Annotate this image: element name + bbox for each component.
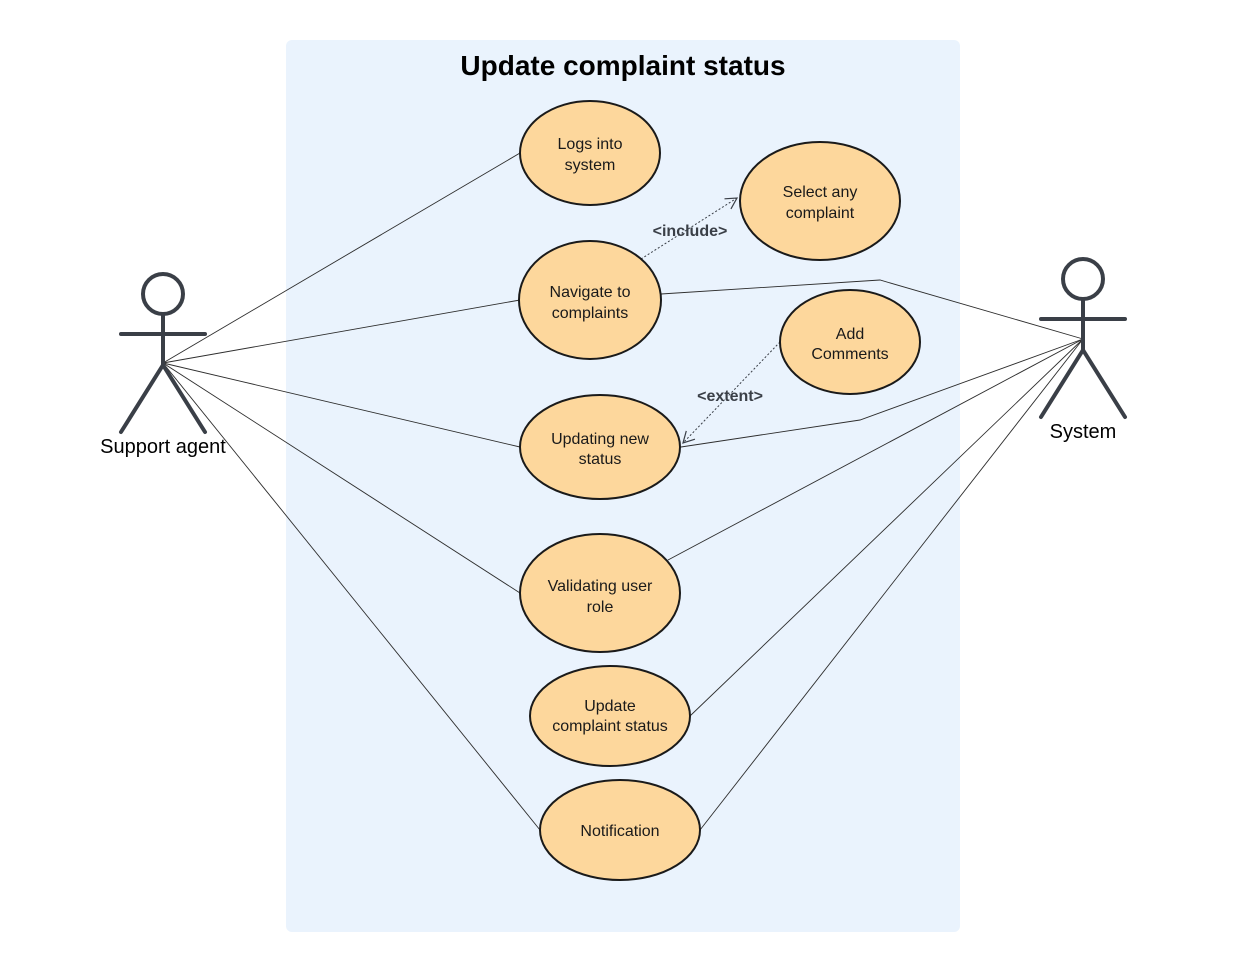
assoc-system-update-complaint [689,338,1084,717]
include-arrow [640,197,739,260]
use-case-label: status [579,451,622,468]
use-case-update-complaint[interactable]: Update complaint status [529,665,691,767]
use-case-label: Notification [580,823,659,840]
assoc-agent-updating-status [162,362,521,448]
use-case-label: Comments [811,346,888,363]
assoc-agent-validating-role [162,362,521,594]
use-case-label: complaint status [552,718,668,735]
use-case-add-comments[interactable]: Add Comments [779,289,921,395]
use-case-label: Updating new [551,431,649,448]
use-case-label: system [565,157,616,174]
extend-arrow [682,341,781,444]
actor-head-icon [141,272,185,316]
actor-system[interactable] [1039,257,1127,419]
use-case-label: complaint [786,205,855,222]
use-case-label: Validating user [548,578,653,595]
include-label: <include> [653,223,728,240]
assoc-system-navigate [660,279,1084,340]
use-case-notification[interactable]: Notification [539,779,701,881]
use-case-label: role [587,599,614,616]
use-case-label: Update [584,698,636,715]
actor-label-system: System [1050,421,1117,443]
use-case-select-complaint[interactable]: Select any complaint [739,141,901,261]
use-case-label: Add [836,326,864,343]
actor-head-icon [1061,257,1105,301]
support-agent-associations [162,152,541,831]
extend-label: <extent> [697,388,763,405]
use-case-label: Select any [783,184,858,201]
assoc-system-notification [699,338,1084,831]
use-case-validating-role[interactable]: Validating user role [519,533,681,653]
system-associations [660,279,1084,831]
use-case-label: Logs into [558,136,623,153]
assoc-agent-logs-in [162,152,521,364]
actor-support-agent[interactable] [119,272,207,434]
assoc-system-validating-role [667,338,1084,561]
use-case-logs-in[interactable]: Logs into system [519,100,661,206]
assoc-agent-notification [162,362,541,831]
assoc-agent-navigate [162,299,521,364]
use-case-label: Navigate to [550,284,631,301]
diagram-title: Update complaint status [460,50,785,81]
use-case-navigate[interactable]: Navigate to complaints [518,240,662,360]
use-case-label: complaints [552,305,628,322]
assoc-system-updating-status [680,338,1084,448]
actor-label-support-agent: Support agent [100,436,226,458]
use-case-updating-status[interactable]: Updating new status [519,394,681,500]
